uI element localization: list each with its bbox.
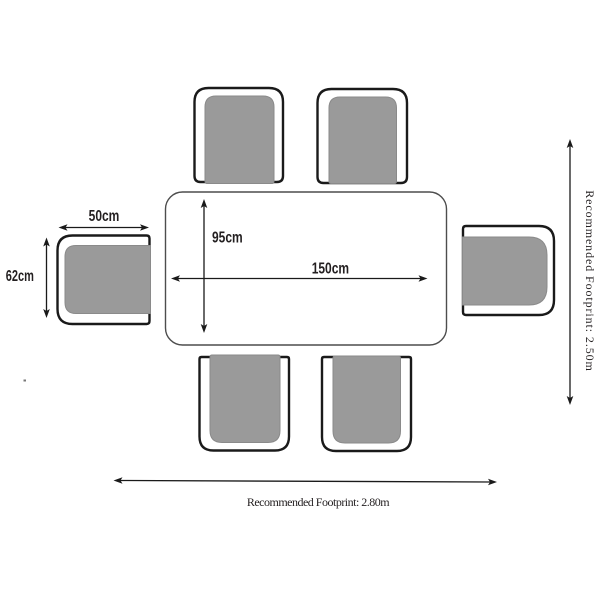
svg-text:Recommended Footprint: 2.50m: Recommended Footprint: 2.50m xyxy=(583,190,597,372)
svg-text:95cm: 95cm xyxy=(212,228,243,246)
svg-text:Recommended Footprint: 2.80m: Recommended Footprint: 2.80m xyxy=(247,495,390,509)
svg-text:150cm: 150cm xyxy=(312,259,349,277)
svg-text:62cm: 62cm xyxy=(6,267,34,284)
svg-text:50cm: 50cm xyxy=(89,206,120,224)
